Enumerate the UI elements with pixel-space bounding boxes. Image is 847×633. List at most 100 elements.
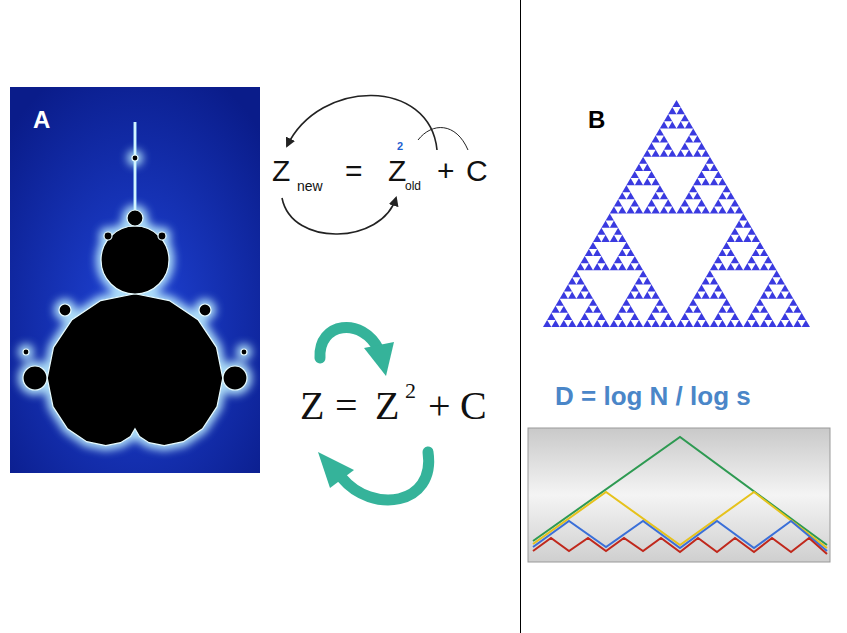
sierpinski-hole xyxy=(731,320,739,327)
cycle-arrow xyxy=(342,452,429,500)
sierpinski-hole xyxy=(672,107,680,114)
dimension-formula: D = log N / log s xyxy=(555,383,751,409)
formula-symbol: Z xyxy=(388,156,406,186)
divider-line xyxy=(520,0,521,633)
formula-exponent: 2 xyxy=(397,141,403,152)
sierpinski-hole xyxy=(764,292,772,299)
sierpinski-hole xyxy=(714,320,722,327)
sierpinski-hole xyxy=(714,263,722,270)
sierpinski-hole xyxy=(622,249,630,256)
sierpinski-hole xyxy=(647,150,655,157)
feedback-arc xyxy=(282,198,396,234)
sierpinski-hole xyxy=(614,320,622,327)
sierpinski-hole xyxy=(581,263,589,270)
sierpinski-hole xyxy=(647,320,655,327)
cycle-arrowhead xyxy=(364,342,394,376)
sierpinski-hole xyxy=(697,292,705,299)
sierpinski-hole xyxy=(681,206,689,213)
panel-letter: B xyxy=(588,108,605,132)
sierpinski-hole xyxy=(731,206,739,213)
sierpinski-hole xyxy=(664,121,672,128)
sierpinski-hole xyxy=(781,292,789,299)
sierpinski-hole xyxy=(589,249,597,256)
sierpinski-hole xyxy=(606,221,614,228)
formula-symbol: = xyxy=(345,156,363,186)
sierpinski-hole xyxy=(706,164,714,171)
formula-symbol: = xyxy=(335,386,358,426)
sierpinski-hole xyxy=(756,306,764,313)
feedback-arc xyxy=(287,95,437,150)
formula-symbol: + xyxy=(437,156,455,186)
sierpinski-hole xyxy=(697,150,705,157)
sierpinski-hole xyxy=(581,292,589,299)
sierpinski-hole xyxy=(614,206,622,213)
sierpinski-hole xyxy=(697,320,705,327)
cycle-arrowhead xyxy=(318,452,354,488)
sierpinski-hole xyxy=(689,306,697,313)
sierpinski-hole xyxy=(706,277,714,284)
sierpinski-hole xyxy=(631,263,639,270)
level-line xyxy=(533,492,827,548)
sierpinski-hole xyxy=(631,292,639,299)
sierpinski-hole xyxy=(631,206,639,213)
formula-symbol: C xyxy=(460,386,487,426)
sierpinski-hole xyxy=(614,235,622,242)
sierpinski-hole xyxy=(797,320,805,327)
sierpinski-hole xyxy=(764,263,772,270)
sierpinski-hole xyxy=(722,192,730,199)
sierpinski-hole xyxy=(631,178,639,185)
mandelbrot-set xyxy=(23,155,247,446)
sierpinski-hole xyxy=(647,292,655,299)
sierpinski-hole xyxy=(772,277,780,284)
small-arc xyxy=(418,128,468,150)
mandelbrot-ground xyxy=(10,87,260,473)
sierpinski-hole xyxy=(756,249,764,256)
sierpinski-hole xyxy=(731,263,739,270)
sierpinski-hole xyxy=(714,292,722,299)
sierpinski-hole xyxy=(681,121,689,128)
sierpinski-hole xyxy=(572,277,580,284)
sierpinski-hole xyxy=(622,192,630,199)
sierpinski-hole xyxy=(639,164,647,171)
sierpinski-hole xyxy=(764,320,772,327)
sierpinski-hole xyxy=(739,221,747,228)
sierpinski-hole xyxy=(631,320,639,327)
formula-symbol: + xyxy=(428,386,451,426)
sierpinski-hole xyxy=(722,249,730,256)
sierpinski-hole xyxy=(689,192,697,199)
sierpinski-hole xyxy=(664,150,672,157)
sierpinski-hole xyxy=(664,206,672,213)
sierpinski-hole xyxy=(656,306,664,313)
level-line xyxy=(533,538,827,554)
sierpinski-hole xyxy=(622,306,630,313)
sierpinski-hole xyxy=(697,178,705,185)
sierpinski-hole xyxy=(564,292,572,299)
formula-symbol: Z xyxy=(300,386,324,426)
sierpinski-hole xyxy=(597,235,605,242)
sierpinski-hole xyxy=(556,306,564,313)
sierpinski-hole xyxy=(714,206,722,213)
construction-ground xyxy=(528,428,830,562)
formula-subscript: old xyxy=(405,180,421,192)
sierpinski-hole xyxy=(547,320,555,327)
sierpinski-hole xyxy=(714,178,722,185)
sierpinski-hole xyxy=(731,235,739,242)
sierpinski-hole xyxy=(697,206,705,213)
sierpinski-hole xyxy=(747,320,755,327)
formula-symbol: C xyxy=(466,156,488,186)
sierpinski-hole xyxy=(564,320,572,327)
panel-letter: A xyxy=(33,108,50,132)
sierpinski-hole xyxy=(589,306,597,313)
formula-exponent: 2 xyxy=(405,380,416,402)
formula-symbol: Z xyxy=(272,156,290,186)
sierpinski-hole xyxy=(581,320,589,327)
sierpinski-hole xyxy=(747,263,755,270)
sierpinski-hole xyxy=(781,320,789,327)
sierpinski-triangle xyxy=(543,100,810,327)
sierpinski-hole xyxy=(614,263,622,270)
sierpinski-hole xyxy=(681,320,689,327)
formula-symbol: Z xyxy=(375,386,399,426)
sierpinski-hole xyxy=(597,320,605,327)
